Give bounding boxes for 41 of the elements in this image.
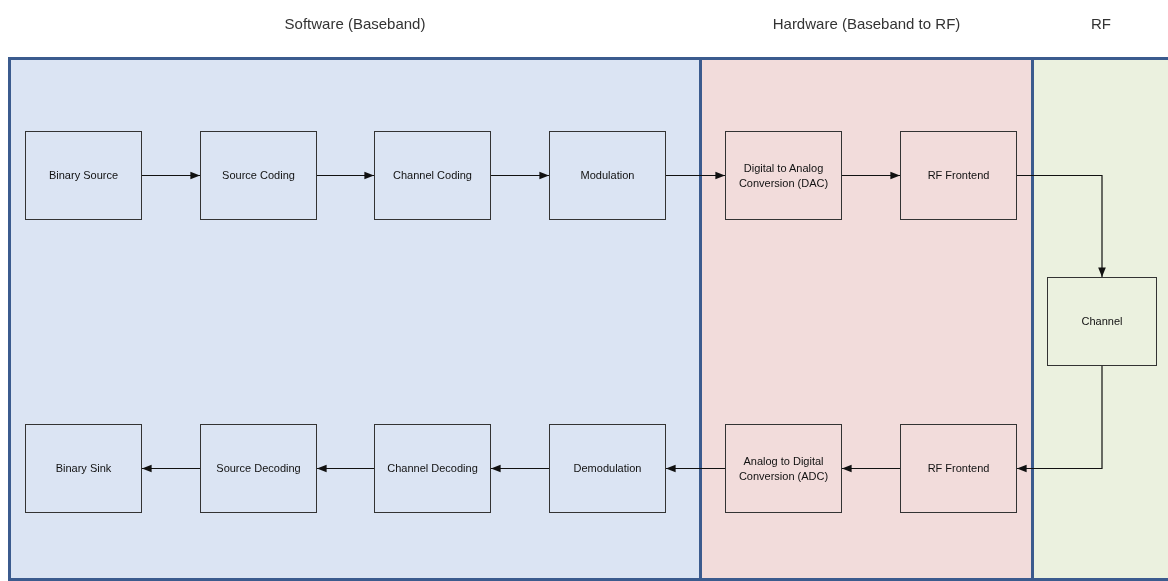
box-label: RF Frontend [927, 168, 990, 183]
band-heading: Software (Baseband) [283, 15, 427, 32]
arrow [1016, 365, 1103, 473]
process-box [725, 131, 842, 220]
arrow [141, 171, 201, 180]
arrow [316, 171, 375, 180]
box-label: Channel [1081, 314, 1123, 329]
arrow [665, 464, 726, 473]
box-label: Binary Source [48, 168, 119, 183]
arrow [490, 171, 550, 180]
box-label: Source Decoding [216, 461, 301, 476]
arrow [1016, 174, 1106, 278]
arrow [316, 464, 375, 473]
box-label: Binary Sink [55, 461, 112, 476]
arrow [490, 464, 550, 473]
arrow [841, 171, 901, 180]
box-label: Channel Decoding [387, 461, 478, 476]
band-heading: Hardware (Baseband to RF) [771, 15, 962, 32]
process-box [200, 424, 317, 513]
process-box [374, 424, 491, 513]
process-box [900, 131, 1017, 220]
process-box [200, 131, 317, 220]
process-box [1047, 277, 1157, 366]
box-label: Source Coding [222, 168, 295, 183]
box-label: Channel Coding [393, 168, 472, 183]
box-label: Analog to Digital Conversion (ADC) [737, 454, 830, 483]
box-label: Demodulation [573, 461, 642, 476]
arrow [841, 464, 901, 473]
process-box [900, 424, 1017, 513]
band-heading: RF [1090, 15, 1112, 32]
arrow [141, 464, 201, 473]
process-box [549, 424, 666, 513]
box-label: RF Frontend [927, 461, 990, 476]
process-box [25, 424, 142, 513]
process-box [25, 131, 142, 220]
process-box [374, 131, 491, 220]
process-box [725, 424, 842, 513]
arrow [665, 171, 726, 180]
process-box [549, 131, 666, 220]
box-label: Modulation [580, 168, 635, 183]
box-label: Digital to Analog Conversion (DAC) [737, 161, 830, 190]
